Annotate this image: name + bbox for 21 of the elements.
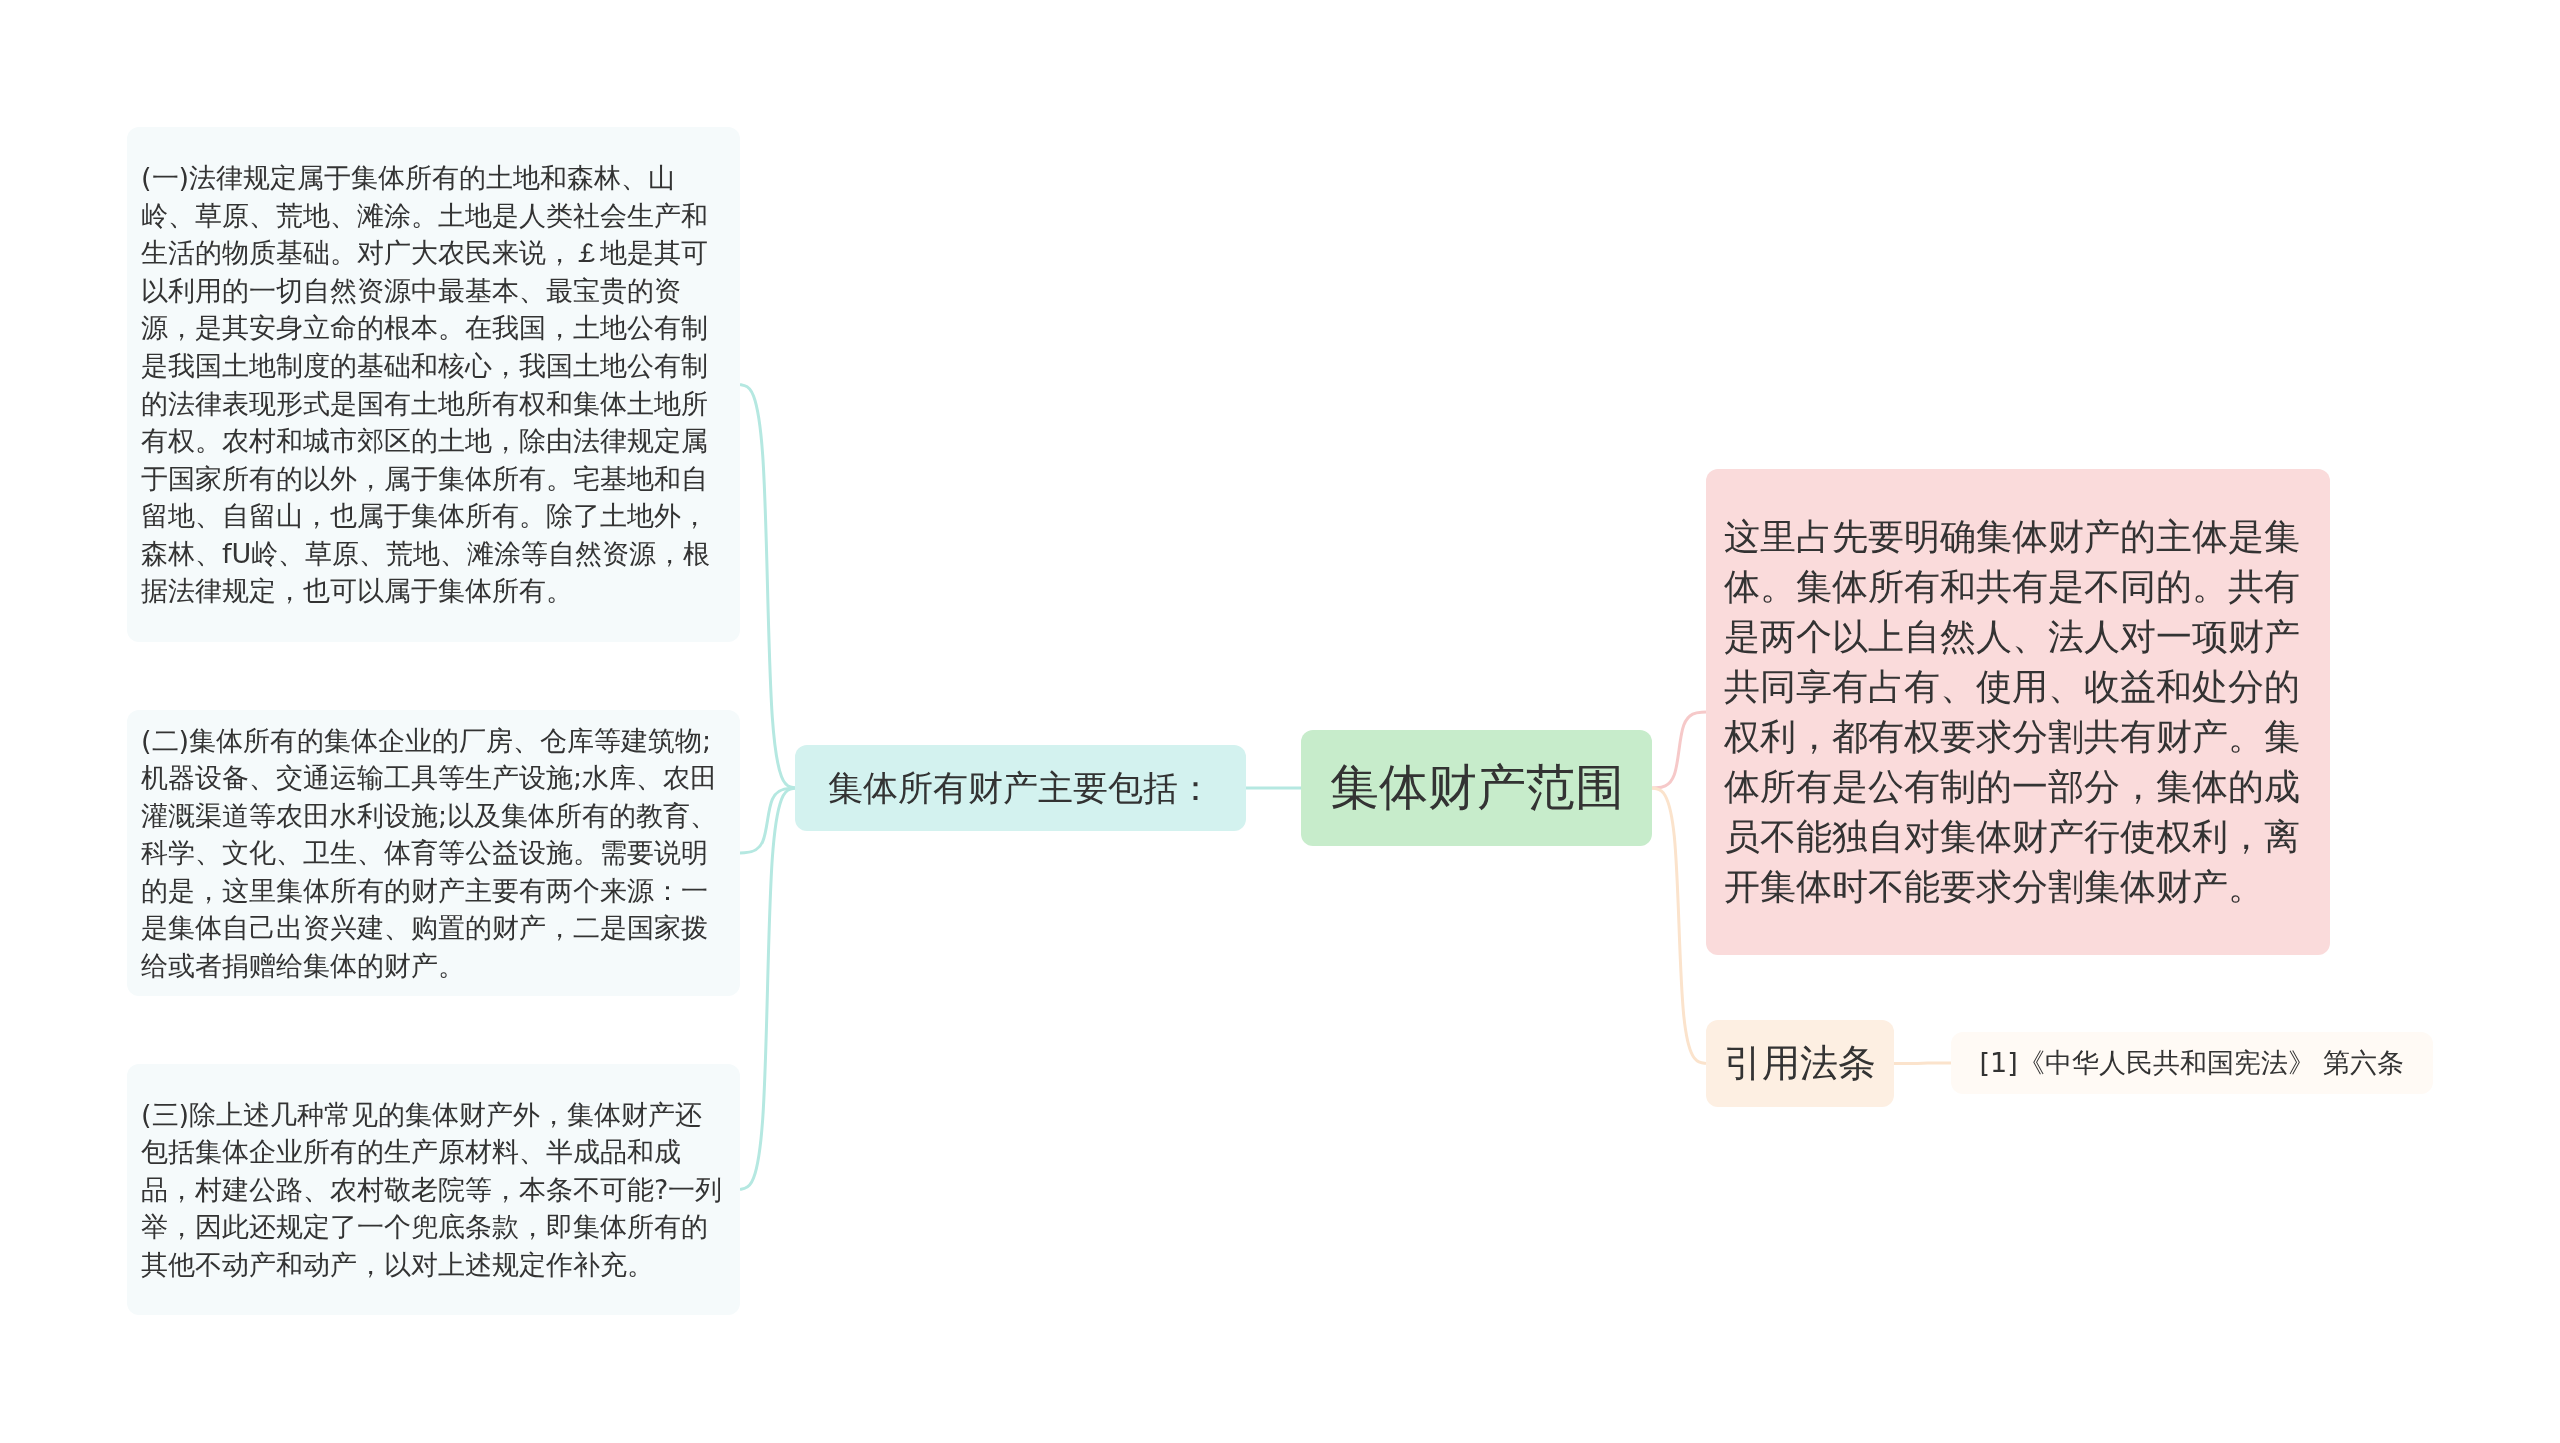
text-card [127, 127, 740, 642]
node-text: (二)集体所有的集体企业的厂房、仓库等建筑物;机器设备、交通运输工具等生产设施;水库、农田灌溉渠道等农田水利设施;以及集体所有的教育、科学、文化、卫生、体育等公益设施。需要说明的是，这里集体所有的财产主要有两个来源：一是集体自己出资兴建、购置的财产，二是国家拨给或者捐赠给集体的财产。 [141, 723, 719, 983]
connector-line [1246, 786, 1301, 790]
node-text: [1]《中华人民共和国宪法》 第六条 [1979, 1046, 2405, 1080]
citation-card [1951, 1032, 2433, 1094]
text-card [127, 1064, 740, 1315]
node-text: 集体财产范围 [1329, 758, 1624, 818]
node-text: 集体所有财产主要包括： [828, 767, 1213, 809]
branch-topic [795, 745, 1246, 831]
connector-line [739, 383, 796, 790]
connector-line [1894, 1061, 1951, 1065]
node-text: (三)除上述几种常见的集体财产外，集体财产还包括集体企业所有的生产原材料、半成品和成品，村建公路、农村敬老院等，本条不可能?一列举，因此还规定了一个兜底条款，即集体所有的其他不动产和动产，以对上述规定作补充。 [141, 1097, 724, 1282]
node-text: (一)法律规定属于集体所有的土地和森林、山岭、草原、荒地、滩涂。土地是人类社会生产和生活的物质基础。对广大农民来说，￡地是其可以利用的一切自然资源中最基本、最宝贵的资源，是其安身立命的根本。在我国，土地公有制是我国土地制度的基础和核心，我国土地公有制的法律表现形式是国有土地所有权和集体土地所有权。农村和城市郊区的土地，除由法律规定属于国家所有的以外，属于集体所有。宅基地和自留地、自留山，也属于集体所有。除了土地外，森林、fU岭、草原、荒地、滩涂等自然资源，根据法律规定，也可以属于集体所有。 [141, 161, 712, 609]
node-text: 引用法条 [1724, 1040, 1876, 1087]
text-card [1706, 469, 2330, 955]
connector-line [739, 786, 796, 1191]
connector-line [1651, 710, 1707, 790]
root-topic [1301, 730, 1652, 846]
branch-topic [1706, 1020, 1894, 1107]
node-text: 这里占先要明确集体财产的主体是集体。集体所有和共有是不同的。共有是两个以上自然人、法人对一项财产共同享有占有、使用、收益和处分的权利，都有权要求分割共有财产。集体所有是公有制的一部分，集体的成员不能独自对集体财产行使权利，离开集体时不能要求分割集体财产。 [1724, 514, 2301, 910]
connector-line [1651, 786, 1707, 1065]
